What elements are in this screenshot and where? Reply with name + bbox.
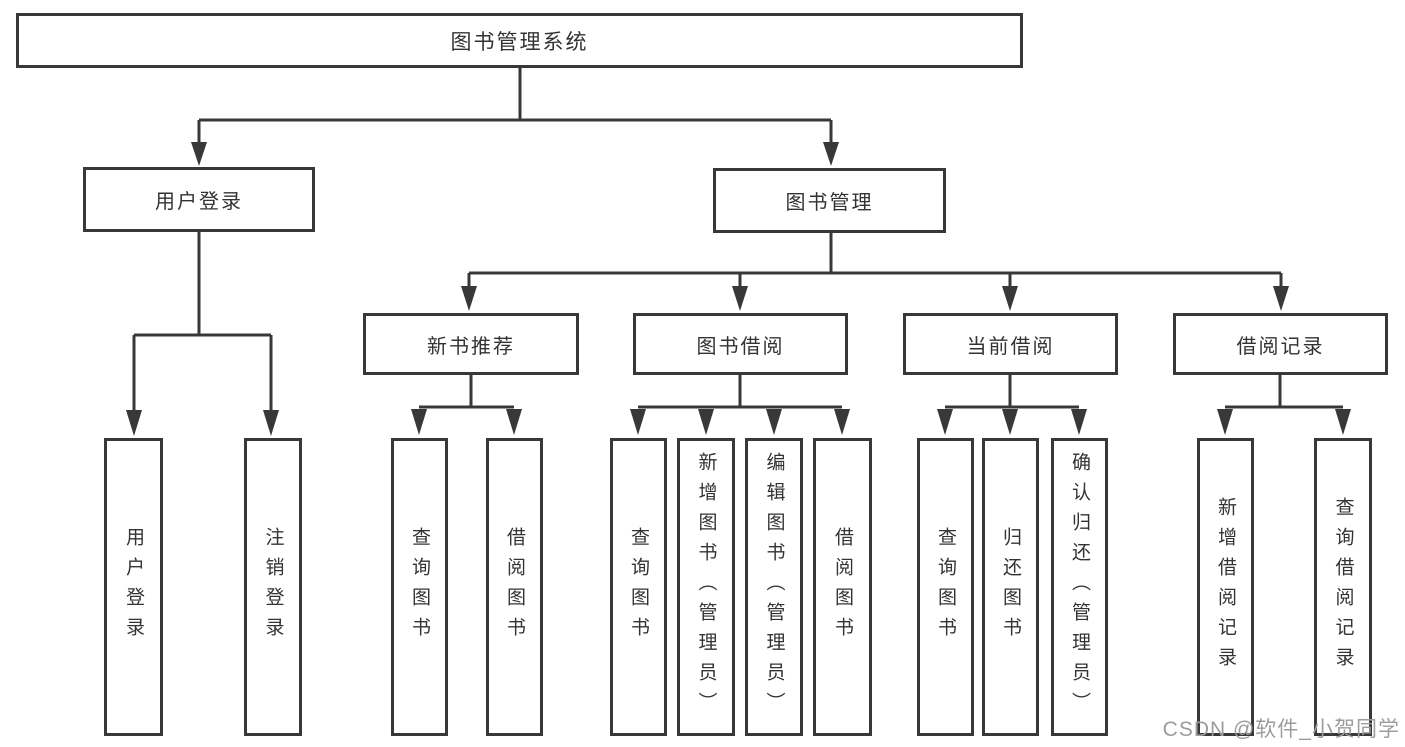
leaf-return-books: 归还图书 (982, 438, 1039, 736)
leaf-confirm-return-admin: 确认归还（管理员） (1051, 438, 1108, 736)
node-book-borrowing: 图书借阅 (633, 313, 848, 375)
node-book-management: 图书管理 (713, 168, 946, 233)
leaf-user-login: 用户登录 (104, 438, 163, 736)
arrow-down-icons (126, 142, 1351, 436)
csdn-watermark: CSDN @软件_小贺同学 (1162, 718, 1400, 741)
leaf-recommend-borrow-books: 借阅图书 (486, 438, 543, 736)
leaf-add-borrow-record: 新增借阅记录 (1197, 438, 1254, 736)
node-new-book-recommendation: 新书推荐 (363, 313, 579, 375)
leaf-query-borrow-record: 查询借阅记录 (1314, 438, 1372, 736)
node-user-login: 用户登录 (83, 167, 315, 232)
leaf-add-books-admin: 新增图书（管理员） (677, 438, 735, 736)
node-library-management-system: 图书管理系统 (16, 13, 1023, 68)
leaf-logout: 注销登录 (244, 438, 302, 736)
node-borrowing-records: 借阅记录 (1173, 313, 1388, 375)
leaf-current-query-books: 查询图书 (917, 438, 974, 736)
leaf-edit-books-admin: 编辑图书（管理员） (745, 438, 803, 736)
leaf-borrowing-query-books: 查询图书 (610, 438, 667, 736)
leaf-borrowing-borrow-books: 借阅图书 (813, 438, 872, 736)
node-current-borrowing: 当前借阅 (903, 313, 1118, 375)
leaf-recommend-query-books: 查询图书 (391, 438, 448, 736)
